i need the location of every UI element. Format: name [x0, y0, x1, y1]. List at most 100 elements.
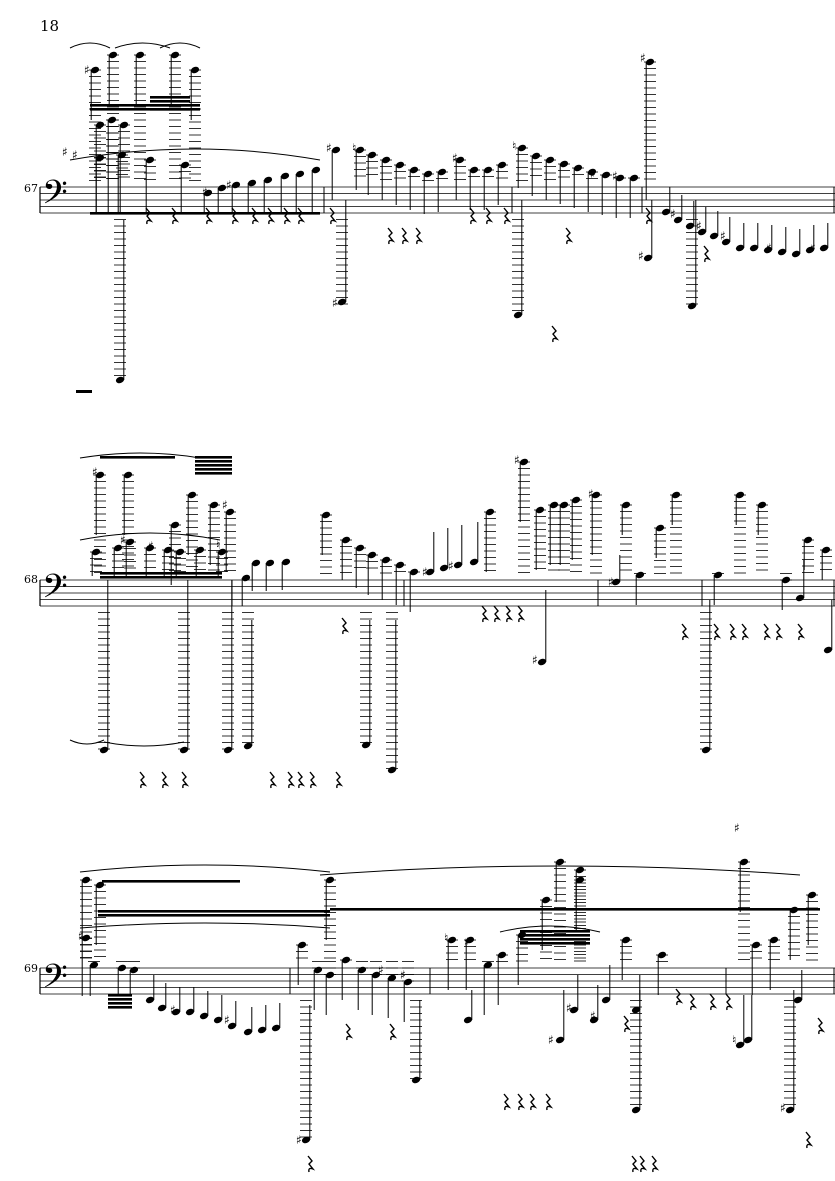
quarter-rest: [775, 623, 784, 641]
quarter-rest: [503, 1093, 512, 1111]
quarter-rest: [485, 207, 494, 225]
notehead: [81, 876, 91, 884]
sharp-icon: ♯: [532, 653, 538, 667]
quarter-rest: [231, 207, 240, 225]
measure-number-69: 69: [24, 962, 38, 975]
beam: [108, 994, 132, 997]
notehead: [611, 578, 621, 586]
notehead: [117, 964, 127, 972]
notehead: [621, 501, 631, 509]
notehead: [483, 961, 493, 969]
notehead: [243, 742, 253, 750]
quarter-rest: [651, 1155, 660, 1173]
quarter-rest: [389, 1023, 398, 1041]
notehead: [569, 1006, 579, 1014]
notehead: [757, 501, 767, 509]
quarter-rest: [297, 207, 306, 225]
slur: [79, 864, 331, 873]
notehead: [381, 156, 391, 164]
notehead: [635, 571, 645, 579]
quarter-rest: [645, 207, 654, 225]
notehead: [371, 971, 381, 979]
notehead: [227, 1022, 237, 1030]
quarter-rest: [681, 623, 690, 641]
notehead: [355, 544, 365, 552]
sharp-icon: ♯: [378, 963, 384, 977]
notehead: [671, 491, 681, 499]
sharp-icon: ♯: [696, 219, 702, 233]
beam: [90, 104, 200, 107]
slur: [103, 741, 185, 747]
notehead: [251, 559, 261, 567]
notehead: [175, 548, 185, 556]
notehead: [157, 1004, 167, 1012]
notehead: [735, 1041, 745, 1049]
sharp-icon: ♯: [224, 1013, 230, 1027]
notehead: [735, 244, 745, 252]
sharp-icon: ♯: [670, 207, 676, 221]
beam: [520, 934, 590, 937]
notehead: [455, 156, 465, 164]
notehead: [763, 246, 773, 254]
quarter-rest: [307, 1155, 316, 1173]
quarter-rest: [481, 605, 490, 623]
notehead: [655, 524, 665, 532]
quarter-rest: [205, 207, 214, 225]
notehead: [123, 471, 133, 479]
quarter-rest: [345, 1023, 354, 1041]
sharp-icon: ♯: [452, 151, 458, 165]
notehead: [225, 508, 235, 516]
notehead: [367, 151, 377, 159]
notehead: [555, 858, 565, 866]
sharp-icon: ♯: [332, 296, 338, 310]
notehead: [541, 896, 551, 904]
quarter-rest: [639, 1155, 648, 1173]
beam: [195, 460, 232, 463]
quarter-rest: [805, 1131, 814, 1149]
notehead: [739, 858, 749, 866]
notehead: [321, 511, 331, 519]
notehead: [701, 746, 711, 754]
notehead: [180, 161, 190, 169]
notehead: [517, 144, 527, 152]
notehead: [425, 568, 435, 576]
beam: [102, 880, 240, 883]
notehead: [575, 876, 585, 884]
sharp-icon: ♯: [720, 229, 726, 243]
notehead: [367, 551, 377, 559]
quarter-rest: [171, 207, 180, 225]
page-number: 18: [40, 17, 59, 35]
notehead: [190, 66, 200, 74]
sharp-icon: ♯: [296, 1133, 302, 1147]
sharp-icon: ♯: [590, 167, 596, 181]
beam: [108, 1002, 132, 1005]
notehead: [437, 168, 447, 176]
quarter-rest: [335, 771, 344, 789]
sharp-icon: ♯: [464, 935, 470, 949]
notehead: [545, 156, 555, 164]
notehead: [735, 491, 745, 499]
notehead: [571, 496, 581, 504]
notehead: [409, 568, 419, 576]
notehead: [713, 571, 723, 579]
notehead: [559, 160, 569, 168]
quarter-rest: [181, 771, 190, 789]
notehead: [99, 746, 109, 754]
notehead: [721, 238, 731, 246]
beam: [150, 96, 190, 99]
quarter-rest: [713, 623, 722, 641]
notehead: [469, 558, 479, 566]
notehead: [217, 184, 227, 192]
notehead: [657, 951, 667, 959]
notehead: [89, 961, 99, 969]
sharp-icon: ♯: [226, 178, 232, 192]
sharp-icon: ♯: [448, 559, 454, 573]
notehead: [403, 978, 413, 986]
notehead: [209, 501, 219, 509]
notehead: [631, 1106, 641, 1114]
quarter-rest: [763, 623, 772, 641]
notehead: [195, 546, 205, 554]
notehead: [395, 561, 405, 569]
sharp-icon: ♯: [120, 533, 126, 547]
quarter-rest: [269, 771, 278, 789]
